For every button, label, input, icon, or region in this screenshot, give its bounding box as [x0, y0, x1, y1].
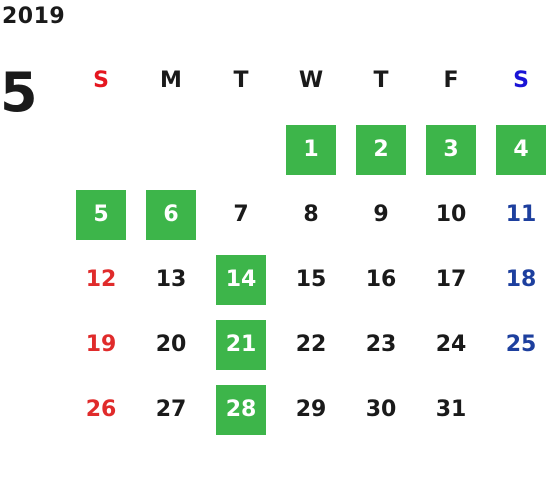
calendar-day-21[interactable]: 21: [216, 320, 266, 370]
calendar-day-17[interactable]: 17: [435, 267, 467, 292]
weekday-header-mon: M: [160, 68, 182, 93]
calendar-day-28[interactable]: 28: [216, 385, 266, 435]
calendar-day-23[interactable]: 23: [365, 332, 397, 357]
calendar-day-10[interactable]: 10: [435, 202, 467, 227]
calendar-day-7[interactable]: 7: [233, 202, 249, 227]
calendar-day-8[interactable]: 8: [303, 202, 319, 227]
calendar-day-13[interactable]: 13: [155, 267, 187, 292]
calendar-day-25[interactable]: 25: [505, 332, 537, 357]
calendar-day-12[interactable]: 12: [85, 267, 117, 292]
calendar-day-27[interactable]: 27: [155, 397, 187, 422]
calendar-day-31[interactable]: 31: [435, 397, 467, 422]
calendar-day-4[interactable]: 4: [496, 125, 546, 175]
calendar-day-5[interactable]: 5: [76, 190, 126, 240]
calendar-day-14[interactable]: 14: [216, 255, 266, 305]
calendar-day-11[interactable]: 11: [505, 202, 537, 227]
calendar-month: 5: [0, 61, 38, 124]
calendar-day-6[interactable]: 6: [146, 190, 196, 240]
weekday-header-sat: S: [513, 68, 529, 93]
calendar-day-3[interactable]: 3: [426, 125, 476, 175]
calendar-day-16[interactable]: 16: [365, 267, 397, 292]
calendar-year: 2019: [2, 4, 66, 29]
calendar-day-19[interactable]: 19: [85, 332, 117, 357]
calendar-day-1[interactable]: 1: [286, 125, 336, 175]
calendar-day-9[interactable]: 9: [373, 202, 389, 227]
calendar-day-30[interactable]: 30: [365, 397, 397, 422]
calendar-day-2[interactable]: 2: [356, 125, 406, 175]
weekday-header-thu: T: [373, 68, 389, 93]
calendar-day-15[interactable]: 15: [295, 267, 327, 292]
calendar-day-20[interactable]: 20: [155, 332, 187, 357]
weekday-header-wed: W: [298, 68, 324, 93]
calendar-day-29[interactable]: 29: [295, 397, 327, 422]
weekday-header-fri: F: [443, 68, 459, 93]
weekday-header-sun: S: [93, 68, 109, 93]
calendar-day-24[interactable]: 24: [435, 332, 467, 357]
weekday-header-tue: T: [233, 68, 249, 93]
calendar-day-22[interactable]: 22: [295, 332, 327, 357]
calendar-day-26[interactable]: 26: [85, 397, 117, 422]
calendar-day-18[interactable]: 18: [505, 267, 537, 292]
